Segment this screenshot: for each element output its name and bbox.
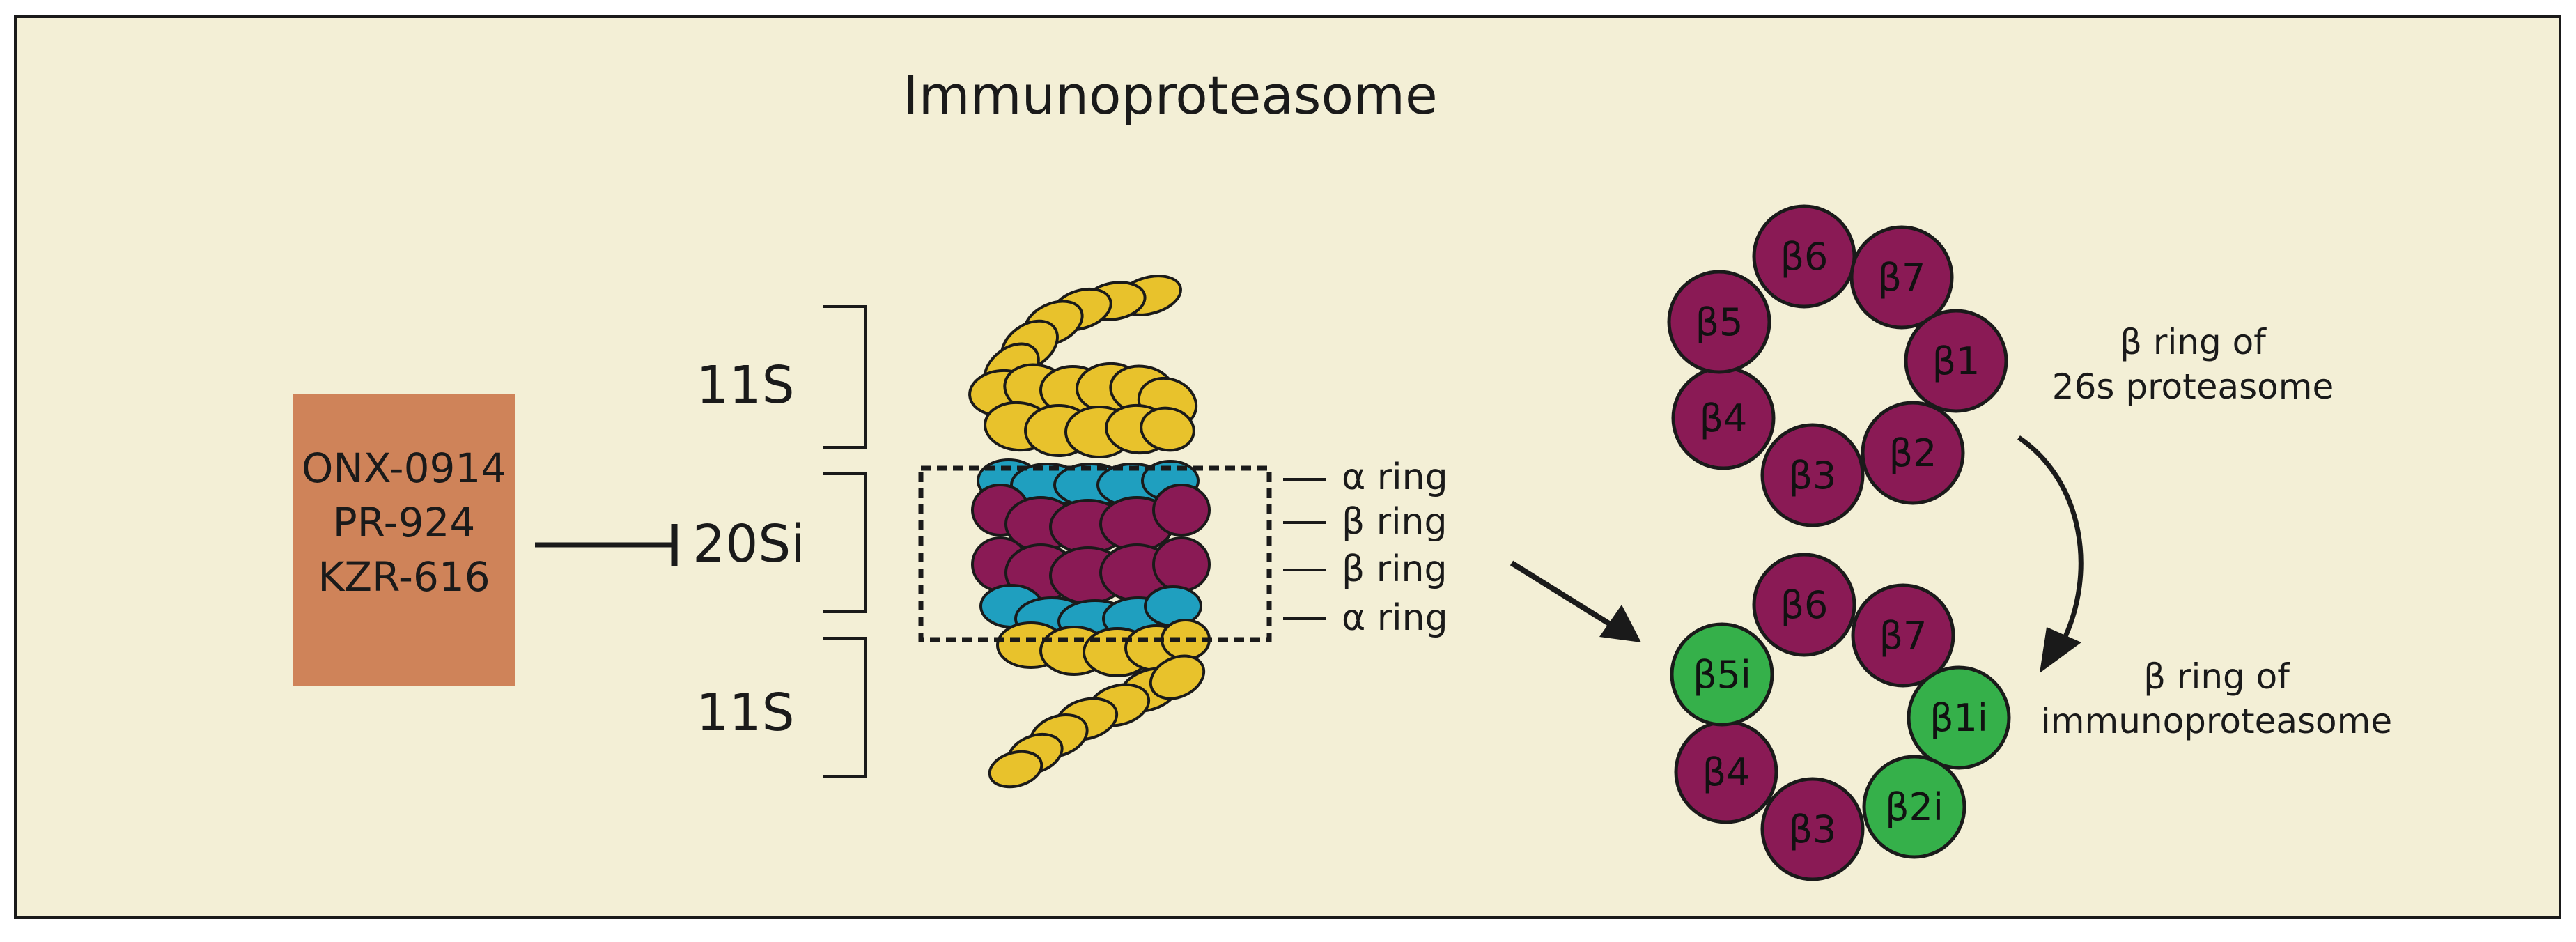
label-beta-ring-top: β ring (1342, 501, 1448, 543)
subunit-beta-5: β5 (1667, 270, 1771, 374)
cap-subunit (988, 750, 1043, 789)
subunit-beta-7: β7 (1849, 225, 1954, 330)
cap-subunit (1161, 619, 1211, 661)
beta-subunit (1152, 484, 1211, 536)
subunit-label: β3 (1789, 454, 1837, 497)
bracket-11s-bottom (823, 637, 867, 778)
subunit-label: β5i (1693, 653, 1751, 697)
subunit-circle (1760, 777, 1865, 881)
cap-subunit (1140, 406, 1195, 452)
bracket-20si (823, 472, 867, 613)
arrow-to-immuno-ring (1510, 560, 1641, 642)
label-beta-ring-bottom: β ring (1342, 548, 1448, 590)
subunit-label: β6 (1780, 235, 1829, 279)
subunit-label: β4 (1700, 396, 1748, 440)
subunit-circle (1670, 622, 1774, 727)
subunit-label: β7 (1879, 614, 1927, 658)
subunit-label: β4 (1702, 750, 1751, 794)
label-20si: 20Si (692, 514, 805, 574)
caption-immuno-line2: immunoproteasome (2041, 701, 2392, 741)
figure-title: Immunoproteasome (903, 64, 1438, 126)
inhibitor-onx-0914: ONX-0914 (302, 445, 506, 492)
bracket-11s-top (823, 305, 867, 449)
subunit-circle (1849, 225, 1954, 330)
ring-labels: α ring β ring β ring α ring (1283, 456, 1448, 639)
subunit-beta-3: β3 (1760, 423, 1865, 527)
subunit-beta-2: β2 (1861, 401, 1965, 505)
subunit-label: β3 (1789, 808, 1837, 851)
caption-26s-line1: β ring of (2120, 322, 2267, 362)
subunit-label: β2 (1889, 431, 1937, 475)
label-alpha-ring-top: α ring (1342, 456, 1448, 498)
subunit-beta-6: β6 (1752, 553, 1856, 657)
inhibition-arrow (535, 524, 678, 566)
subunit-label: β5 (1696, 300, 1744, 344)
subunit-label: β6 (1780, 583, 1829, 627)
core-dashed-box (918, 465, 1272, 642)
subunit-beta-1: β1 (1904, 309, 2008, 413)
subunit-beta-7: β7 (1851, 583, 1955, 688)
subunit-circle (1904, 309, 2008, 413)
proteasome-illustration (968, 275, 1211, 789)
subunit-circle (1862, 755, 1966, 859)
subunit-beta-5i: β5i (1670, 622, 1774, 727)
subunit-beta-3: β3 (1760, 777, 1865, 881)
brackets (823, 305, 867, 778)
subunit-circle (1667, 270, 1771, 374)
label-11s-bottom: 11S (696, 683, 794, 743)
subunit-label: β1i (1930, 696, 1988, 740)
subunit-circle (1907, 665, 2011, 770)
subunit-circle (1861, 401, 1965, 505)
subunit-label: β7 (1878, 256, 1926, 300)
subunit-beta-6: β6 (1752, 204, 1856, 309)
inhibitor-pr-924: PR-924 (333, 499, 476, 546)
subunit-label: β1 (1932, 339, 1980, 383)
label-11s-top: 11S (696, 355, 794, 415)
subunit-circle (1851, 583, 1955, 688)
subunit-beta-4: β4 (1674, 720, 1778, 824)
cap-subunit (1149, 654, 1206, 700)
label-alpha-ring-bottom: α ring (1342, 597, 1448, 639)
caption-immuno-line1: β ring of (2143, 656, 2290, 697)
subunit-label: β2i (1885, 785, 1943, 829)
subunit-beta-4: β4 (1671, 366, 1776, 470)
subunit-circle (1752, 553, 1856, 657)
subunit-beta-1i: β1i (1907, 665, 2011, 770)
curved-arrow-conversion (2017, 435, 2084, 673)
subunit-circle (1760, 423, 1865, 527)
beta-subunit (1152, 536, 1211, 592)
caption-26s-line2: 26s proteasome (2052, 366, 2334, 407)
subunit-beta-2i: β2i (1862, 755, 1966, 859)
inhibitor-kzr-616: KZR-616 (318, 553, 490, 601)
inhibitor-box (293, 394, 515, 686)
